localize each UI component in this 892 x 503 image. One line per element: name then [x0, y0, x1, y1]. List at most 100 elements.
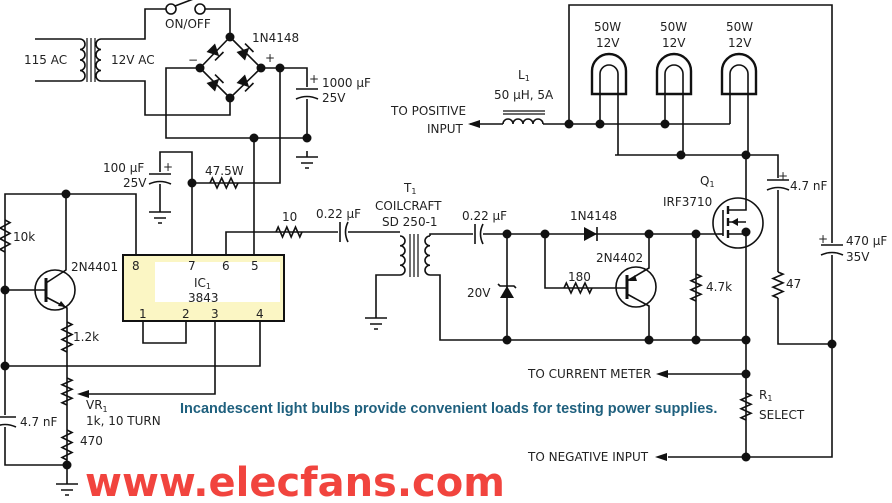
ic-pin-2: 2 [182, 307, 190, 321]
c-aux-voltage: 25V [123, 176, 147, 190]
transformer-primary [79, 38, 86, 82]
mosfet-q1 [712, 197, 764, 249]
junction-dot [540, 229, 550, 239]
emitter-arrow-icon [58, 301, 66, 307]
ic-pin-3: 3 [211, 307, 219, 321]
q1-ref: Q1 [700, 174, 715, 189]
junction-dot [0, 285, 10, 295]
bridge-label: 1N4148 [252, 31, 299, 45]
capacitor-470uf-plate-curved [820, 251, 844, 256]
ic-pin-4: 4 [256, 307, 264, 321]
inductor-core [503, 110, 545, 115]
junction-dot [741, 150, 751, 160]
junction-dot [187, 178, 197, 188]
arrow-left-icon [77, 390, 89, 398]
bulb-3-watts: 50W [726, 20, 753, 34]
wire [192, 68, 281, 184]
wire [205, 8, 231, 37]
capacitor-100uf-plate-curved [148, 180, 172, 185]
junction-dot [195, 63, 205, 73]
light-bulb-icon [590, 52, 628, 96]
capacitor-4-7nf-timing-plate-curved [0, 423, 17, 428]
r-snub-label: 47 [786, 277, 801, 291]
vr-ref: VR1 [86, 398, 108, 414]
arrow-left-icon [655, 453, 667, 461]
junction-dot [62, 460, 72, 470]
capacitor-100uf-gap [148, 172, 172, 184]
l1-ref: L1 [518, 68, 530, 83]
c-couple-label: 0.22 µF [316, 207, 361, 221]
bulb-3-volts: 12V [728, 36, 752, 50]
resistor-10k [0, 219, 12, 253]
t1-ref: T1 [403, 181, 416, 196]
diode-bar [244, 82, 255, 93]
wire [142, 321, 187, 344]
junction-dot [644, 229, 654, 239]
c-aux-plus: + [163, 160, 173, 174]
diode-bar [244, 42, 255, 53]
junction-dot [0, 361, 10, 371]
current-meter-label: TO CURRENT METER [527, 367, 651, 381]
switch-contact [194, 3, 206, 15]
wire [5, 321, 261, 367]
ic-pin-5: 5 [251, 259, 259, 273]
resistor-47 [770, 271, 786, 299]
wire [615, 154, 779, 272]
minus-label: − [188, 53, 198, 67]
wires [4, 4, 833, 484]
r-top-label: 10k [13, 230, 35, 244]
ic-pin-8: 8 [132, 259, 140, 273]
ic-ref: IC1 [194, 276, 211, 291]
bulb-2-volts: 12V [662, 36, 686, 50]
capacitor-4-7nf-snubber-gap [766, 178, 790, 190]
junction-dot [644, 335, 654, 345]
diode-1n4148 [584, 227, 597, 241]
c-bulk-plus: + [818, 232, 828, 246]
arrow-left-icon [468, 120, 480, 128]
inductor-l1 [502, 118, 544, 125]
r-e-label: 1.2k [73, 330, 99, 344]
resistor-1-2k [60, 321, 74, 353]
zener-diode-icon [500, 286, 514, 298]
junction-dot [225, 32, 235, 42]
r-base-label: 180 [568, 270, 591, 284]
wire [101, 80, 231, 116]
components [0, 0, 844, 496]
junction-dot [827, 339, 837, 349]
transistor-2n4402 [615, 266, 657, 308]
r-drop-label: 47.5W [205, 164, 244, 178]
secondary-label: 12V AC [111, 53, 155, 67]
wire [80, 321, 216, 395]
c-snub-plus: + [778, 169, 788, 183]
wire [165, 67, 307, 139]
resistor-r1-select [739, 392, 753, 421]
bulb-1-watts: 50W [594, 20, 621, 34]
capacitor-0-22uf-2-gap [473, 222, 483, 246]
wire [568, 4, 833, 458]
watermark: www.elecfans.com [85, 460, 505, 503]
wire [728, 155, 747, 211]
capacitor-1000uf-gap [295, 87, 319, 99]
wire [429, 233, 718, 236]
c-main-voltage: 25V [322, 91, 346, 105]
l1-value: 50 µH, 5A [494, 88, 554, 102]
capacitor-0-22uf-gap [338, 220, 348, 244]
wire [777, 298, 832, 345]
r1-ref: R1 [759, 388, 772, 403]
wire [430, 274, 746, 341]
bulb-1-volts: 12V [596, 36, 620, 50]
junction-dot [502, 335, 512, 345]
capacitor-0-22uf-plate-curved [344, 221, 349, 243]
junction-dot [741, 335, 751, 345]
c-snub-label: 4.7 nF [790, 179, 828, 193]
emitter-arrow-icon [629, 275, 637, 281]
junction-dot [741, 227, 751, 237]
wire [101, 8, 166, 40]
plus-label: + [265, 51, 275, 65]
bulb-filament [599, 64, 619, 155]
light-bulb-icon [720, 52, 758, 96]
diode-bar [214, 51, 225, 62]
junction-dot [249, 133, 259, 143]
